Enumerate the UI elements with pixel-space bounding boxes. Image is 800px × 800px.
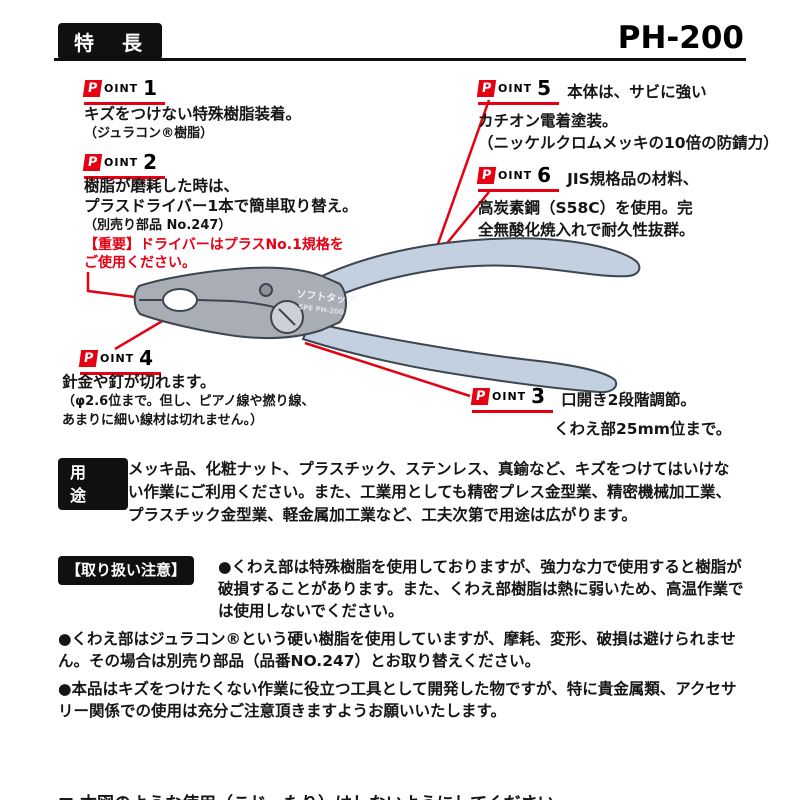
point-flag-icon: P <box>78 349 99 367</box>
point4-text: 針金や釘が切れます。 （φ2.6位まで。但し、ピアノ線や撚り線、 あまりに細い線… <box>62 372 315 430</box>
point6-line1: JIS規格品の材料、 <box>567 169 699 188</box>
point6-number: 6 <box>537 163 552 187</box>
caution-section: 【取り扱い注意】 ●くわえ部は特殊樹脂を使用しておりますが、強力な力で使用すると… <box>58 556 744 728</box>
point2-number: 2 <box>143 150 158 174</box>
usage-label-float: 用 途 <box>58 458 128 510</box>
point5-number: 5 <box>537 76 552 100</box>
point2-line2: プラスドライバー1本で簡単取り替え。 <box>84 197 358 215</box>
feature-header-badge: 特 長 <box>58 23 162 60</box>
point6-block: P OINT 6 JIS規格品の材料、 高炭素鋼（S58C）を使用。完 全無酸化… <box>476 163 699 241</box>
point2-label: P OINT 2 <box>82 150 166 179</box>
point5-label: P OINT 5 <box>476 76 560 105</box>
point6-line2: 高炭素鋼（S58C）を使用。完 <box>478 199 693 217</box>
point-word: OINT <box>498 81 533 95</box>
point6-line3: 全無酸化焼入れで耐久性抜群。 <box>478 221 695 239</box>
point2-text: 樹脂が磨耗した時は、 プラスドライバー1本で簡単取り替え。 （別売り部品 No.… <box>84 176 358 272</box>
point3-line1: 口開き2段階調節。 <box>561 390 696 409</box>
point-word: OINT <box>498 168 533 182</box>
usage-text: メッキ品、化粧ナット、プラスチック、ステンレス、真鍮など、キズをつけてはいけない… <box>128 460 731 524</box>
point4-line2: （φ2.6位まで。但し、ピアノ線や撚り線、 <box>62 394 315 409</box>
point3-label: P OINT 3 <box>470 384 554 413</box>
caution-item-3: ●本品はキズをつけたくない作業に役立つ工具として開発した物ですが、特に貴金属類、… <box>58 680 737 720</box>
point6-label: P OINT 6 <box>476 163 560 192</box>
point2-line1: 樹脂が磨耗した時は、 <box>84 177 240 195</box>
point-flag-icon: P <box>470 387 491 405</box>
point4-line1: 針金や釘が切れます。 <box>62 373 216 391</box>
point4-number: 4 <box>139 346 154 370</box>
point-flag-icon: P <box>476 79 497 97</box>
usage-section: 用 途 メッキ品、化粧ナット、プラスチック、ステンレス、真鍮など、キズをつけては… <box>58 458 744 527</box>
caution-label-float: 【取り扱い注意】 <box>58 556 218 602</box>
point5-line3: （ニッケルクロムメッキの10倍の防錆力） <box>478 134 779 152</box>
point3-block: P OINT 3 口開き2段階調節。 くわえ部25mm位まで。 <box>470 384 732 440</box>
usage-label: 用 途 <box>58 458 128 510</box>
point-flag-icon: P <box>82 79 103 97</box>
point4-line3: あまりに細い線材は切れません。） <box>62 413 264 428</box>
point-word: OINT <box>100 351 135 365</box>
point1-line1: キズをつけない特殊樹脂装着。 <box>84 105 302 123</box>
point5-line1: 本体は、サビに強い <box>567 82 707 101</box>
caution-label: 【取り扱い注意】 <box>58 556 195 585</box>
point-flag-icon: P <box>82 153 103 171</box>
point-word: OINT <box>104 81 139 95</box>
point2-warning-line2: ご使用ください。 <box>84 255 196 271</box>
point2-warning-line1: 【重要】ドライバーはプラスNo.1規格を <box>84 237 344 253</box>
point5-block: P OINT 5 本体は、サビに強い カチオン電着塗装。 （ニッケルクロムメッキ… <box>476 76 779 154</box>
point2-line3: （別売り部品 No.247） <box>84 218 232 233</box>
point-word: OINT <box>104 155 139 169</box>
model-number: PH-200 <box>617 20 744 56</box>
header-divider <box>54 58 746 61</box>
footer-note: ■ 本図のような使用（こじったり）はしないようにしてください。 <box>58 789 572 800</box>
point-flag-icon: P <box>476 166 497 184</box>
point3-number: 3 <box>531 384 546 408</box>
caution-item-1: ●くわえ部は特殊樹脂を使用しておりますが、強力な力で使用すると樹脂が破損すること… <box>218 558 744 620</box>
point3-line2: くわえ部25mm位まで。 <box>554 420 732 438</box>
point-word: OINT <box>492 389 527 403</box>
point1-line2: （ジュラコン®樹脂） <box>84 126 214 141</box>
point5-line2: カチオン電着塗装。 <box>478 112 618 130</box>
point1-text: キズをつけない特殊樹脂装着。 （ジュラコン®樹脂） <box>84 104 301 144</box>
point1-number: 1 <box>143 76 158 100</box>
point1-label: P OINT 1 <box>82 76 166 105</box>
point4-label: P OINT 4 <box>78 346 162 375</box>
caution-item-2: ●くわえ部はジュラコン®という硬い樹脂を使用していますが、摩耗、変形、破損は避け… <box>58 630 736 670</box>
